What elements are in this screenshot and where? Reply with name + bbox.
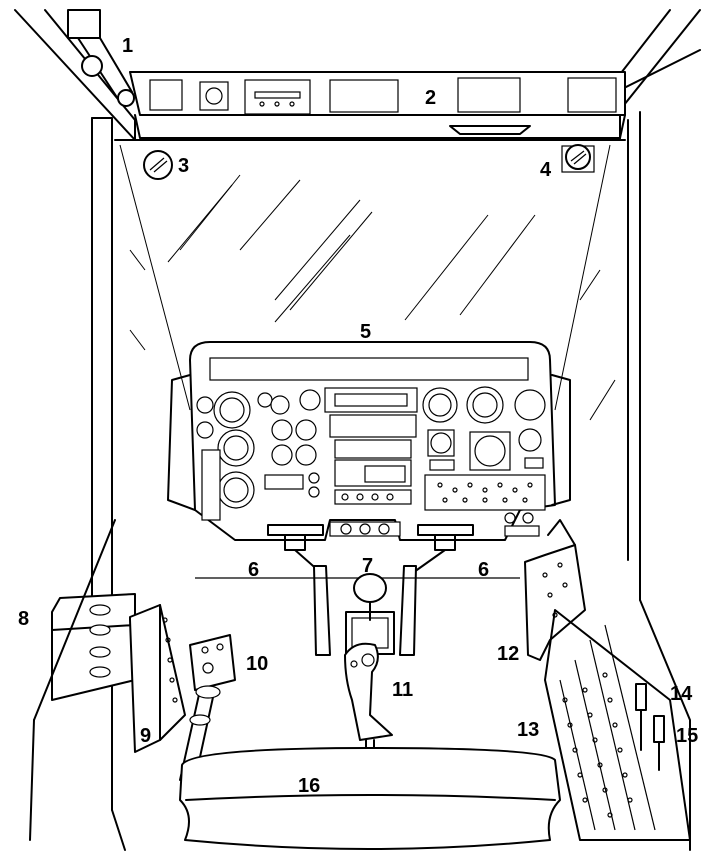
seat-cushion [179, 747, 561, 850]
canopy-frame [14, 9, 701, 811]
callout-16: 16 [298, 775, 320, 797]
throttle-lever [179, 634, 236, 781]
callout-12: 12 [497, 643, 519, 665]
overhead-handle [67, 9, 135, 107]
callout-8: 8 [18, 608, 29, 630]
callout-1: 1 [122, 35, 133, 57]
callout-13: 13 [517, 719, 539, 741]
right-console-upper [524, 519, 586, 661]
callout-4: 4 [540, 159, 552, 181]
instrument-panel [167, 341, 571, 541]
callout-2: 2 [425, 87, 436, 109]
left-console [29, 519, 186, 841]
collective-knob [345, 573, 395, 655]
left-vent-knob [143, 150, 173, 180]
right-levers [635, 683, 665, 771]
windshield [114, 139, 626, 421]
gauge-cluster-left [196, 389, 321, 521]
left-side-box [51, 593, 136, 701]
callout-6-left: 6 [248, 559, 259, 581]
callout-6-right: 6 [478, 559, 489, 581]
callout-10: 10 [246, 653, 268, 675]
callout-15: 15 [676, 725, 698, 747]
right-console-lower [544, 609, 691, 841]
callout-labels: 1 2 3 4 5 6 6 7 8 9 10 11 12 13 14 15 16 [18, 35, 698, 797]
overhead-console [129, 71, 626, 139]
callout-11: 11 [392, 679, 413, 701]
rudder-pedals [195, 524, 520, 656]
left-wall-bottom [111, 809, 126, 851]
right-wall [639, 599, 691, 851]
callout-9: 9 [140, 725, 151, 747]
center-stack [324, 387, 418, 537]
gauge-cluster-right [422, 386, 546, 537]
callout-3: 3 [178, 155, 189, 177]
right-vent-knob [561, 144, 595, 173]
callout-14: 14 [670, 683, 693, 705]
callout-5: 5 [360, 321, 371, 343]
callout-7: 7 [362, 555, 373, 577]
